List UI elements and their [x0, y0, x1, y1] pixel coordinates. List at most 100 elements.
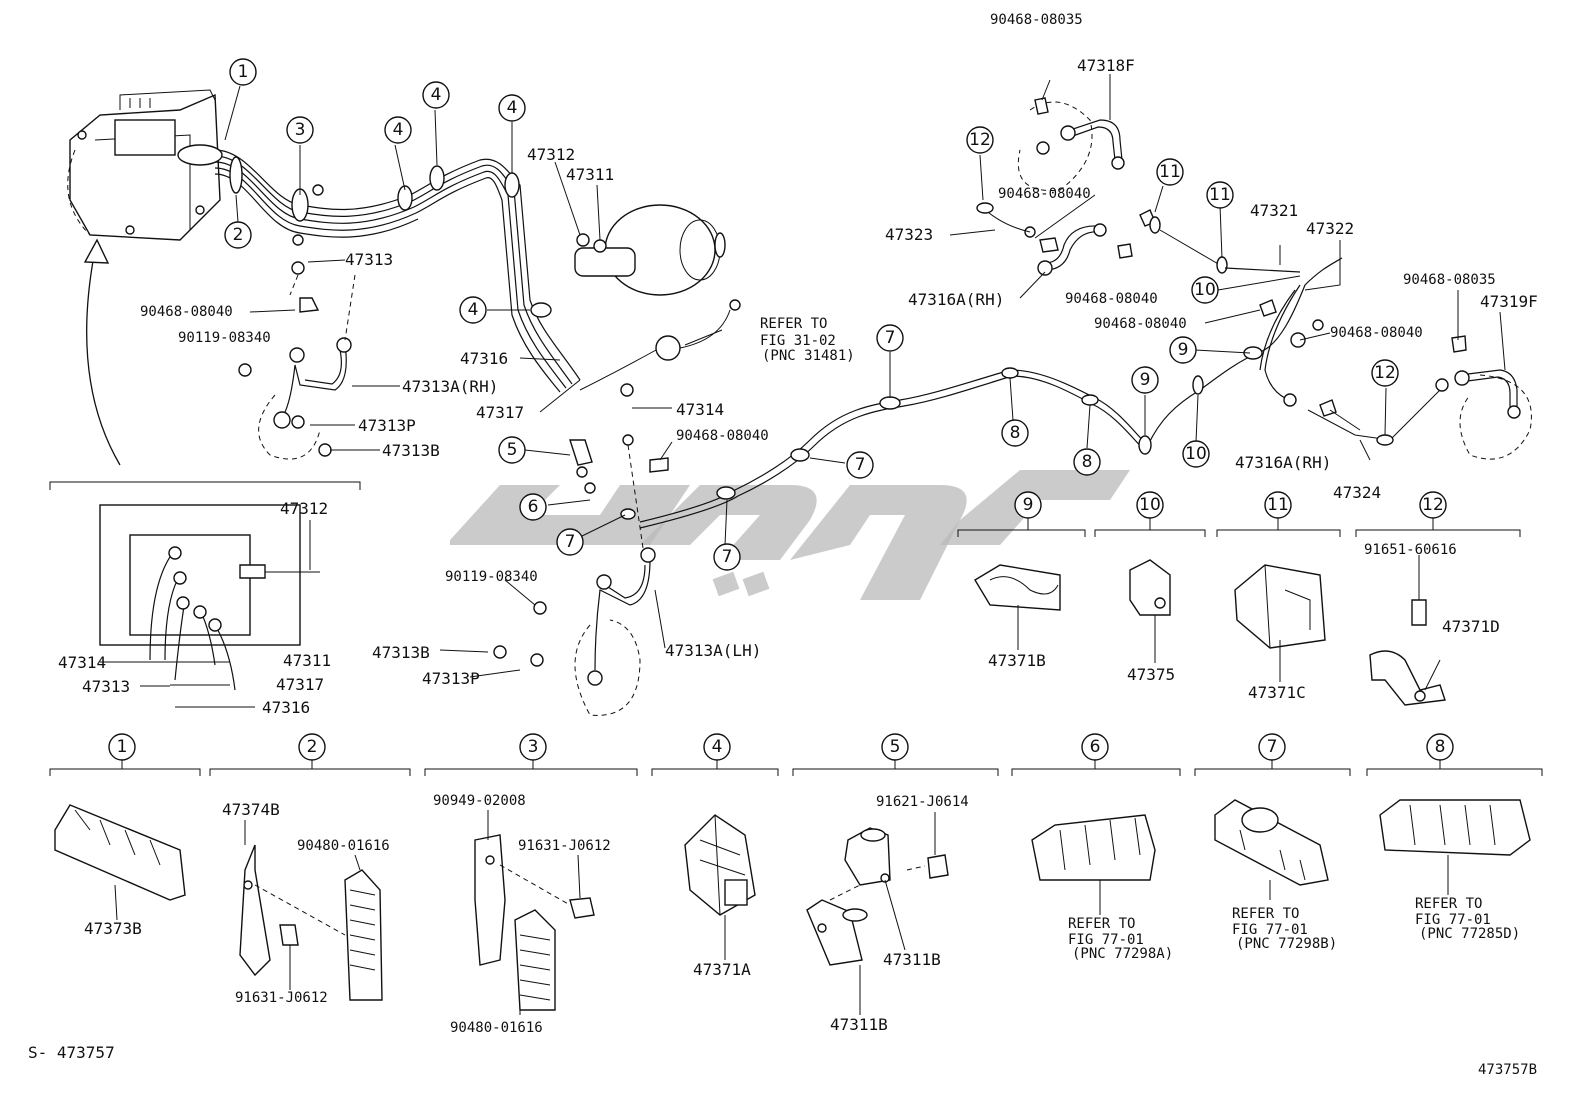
clamp-2-47374b	[239, 844, 383, 1001]
label-47313a-lh: 47313A(LH)	[665, 641, 761, 660]
front-lh-flexible-hose	[493, 547, 656, 716]
callout-1: 1	[229, 58, 257, 86]
label-90468-08040-c: 90468-08040	[998, 186, 1091, 202]
figure-code-bottom-right: 473757B	[1478, 1062, 1537, 1078]
svg-text:4: 4	[393, 120, 404, 140]
callout-11-c: 11	[1264, 491, 1292, 519]
svg-text:3: 3	[528, 737, 539, 757]
clip-detail-11	[1216, 529, 1341, 649]
callout-4-bottom: 4	[703, 733, 731, 761]
label-47374b: 47374B	[222, 800, 280, 819]
label-90949-02008: 90949-02008	[433, 793, 526, 809]
callout-7-d: 7	[876, 324, 904, 352]
label-47313p-a: 47313P	[358, 416, 416, 435]
svg-text:11: 11	[1267, 495, 1289, 515]
label-47311b-a: 47311B	[883, 950, 941, 969]
label-47317-b: 47317	[276, 675, 324, 694]
svg-text:5: 5	[507, 440, 518, 460]
clip-detail-9	[957, 529, 1086, 611]
callout-4-c: 4	[498, 94, 526, 122]
callout-11-b: 11	[1206, 181, 1234, 209]
label-47317-a: 47317	[476, 403, 524, 422]
callout-2: 2	[224, 221, 252, 249]
callout-2-bottom: 2	[298, 733, 326, 761]
svg-text:10: 10	[1139, 495, 1161, 515]
label-47371d: 47371D	[1442, 617, 1500, 636]
svg-text:10: 10	[1185, 444, 1207, 464]
abs-actuator-unit	[67, 89, 221, 241]
clamp-1-47373b	[54, 804, 186, 901]
refer-to-a-line3: (PNC 31481)	[762, 348, 855, 364]
svg-text:12: 12	[1374, 363, 1396, 383]
callout-4-a: 4	[384, 116, 412, 144]
svg-text:4: 4	[507, 98, 518, 118]
label-91631-j0612-a: 91631-J0612	[235, 990, 328, 1006]
clamp-3-bracket	[474, 834, 595, 1011]
main-brake-pipe-bundle	[177, 144, 581, 393]
svg-text:4: 4	[431, 85, 442, 105]
watermark-logo	[450, 470, 1130, 600]
svg-text:4: 4	[468, 300, 479, 320]
refer-to-c-line3: (PNC 77298B)	[1236, 936, 1337, 952]
callout-4-b: 4	[422, 81, 450, 109]
svg-text:3: 3	[295, 120, 306, 140]
part-labels: 47313 90468-08040 90119-08340 47313A(RH)…	[28, 12, 1538, 1078]
callout-circles: 1 2 3 4 4 4 4 5 6 7 7 7 7 8 8 9 9 9 10 1…	[108, 58, 1454, 761]
callout-12-b: 12	[1371, 359, 1399, 387]
callout-7-c: 7	[846, 451, 874, 479]
label-90119-08340-b: 90119-08340	[445, 569, 538, 585]
callout-10-b: 10	[1182, 440, 1210, 468]
callout-3-bottom: 3	[519, 733, 547, 761]
refer-to-d-line3: (PNC 77285D)	[1419, 926, 1520, 942]
callout-9-c: 9	[1014, 491, 1042, 519]
callout-1-bottom: 1	[108, 733, 136, 761]
callout-10-a: 10	[1191, 276, 1219, 304]
clamp-5-47311b	[806, 827, 949, 966]
rear-brake-hoses	[976, 97, 1532, 460]
label-47311-b: 47311	[283, 651, 331, 670]
figure-code: S- 473757	[28, 1043, 115, 1062]
svg-text:6: 6	[528, 497, 539, 517]
svg-text:12: 12	[1422, 495, 1444, 515]
callout-12-a: 12	[966, 126, 994, 154]
label-47322: 47322	[1306, 219, 1354, 238]
label-90468-08035-b: 90468-08035	[1403, 272, 1496, 288]
refer-to-c-line2: FIG 77-01	[1232, 922, 1308, 938]
label-90468-08040-b: 90468-08040	[676, 428, 769, 444]
label-47312-b: 47312	[280, 499, 328, 518]
label-47313b-b: 47313B	[372, 643, 430, 662]
actuator-detail-inset	[49, 481, 361, 691]
callout-8-bottom: 8	[1426, 733, 1454, 761]
label-47316-b: 47316	[262, 698, 310, 717]
label-90468-08040-e: 90468-08040	[1094, 316, 1187, 332]
callout-7-a: 7	[556, 528, 584, 556]
clamp-7	[1214, 799, 1329, 886]
svg-text:1: 1	[117, 737, 128, 757]
clamp-8	[1379, 799, 1531, 856]
svg-text:8: 8	[1435, 737, 1446, 757]
callout-11-a: 11	[1156, 158, 1184, 186]
label-90468-08035-a: 90468-08035	[990, 12, 1083, 28]
brake-booster	[574, 204, 741, 391]
label-90468-08040-d: 90468-08040	[1065, 291, 1158, 307]
callout-9-a: 9	[1131, 366, 1159, 394]
svg-text:2: 2	[233, 225, 244, 245]
callout-12-c: 12	[1419, 491, 1447, 519]
label-47321: 47321	[1250, 201, 1298, 220]
svg-text:6: 6	[1090, 737, 1101, 757]
svg-text:9: 9	[1023, 495, 1034, 515]
svg-text:11: 11	[1159, 162, 1181, 182]
svg-text:10: 10	[1194, 280, 1216, 300]
direction-arrow-head	[83, 238, 110, 264]
label-90468-08040-a: 90468-08040	[140, 304, 233, 320]
label-47324: 47324	[1333, 483, 1381, 502]
refer-to-b-line3: (PNC 77298A)	[1072, 946, 1173, 962]
front-rh-flexible-hose	[238, 261, 356, 460]
svg-text:5: 5	[890, 737, 901, 757]
svg-text:12: 12	[969, 130, 991, 150]
label-47371a: 47371A	[693, 960, 751, 979]
label-47312-a: 47312	[527, 145, 575, 164]
callout-10-c: 10	[1136, 491, 1164, 519]
svg-text:7: 7	[855, 455, 866, 475]
callout-6: 6	[519, 493, 547, 521]
